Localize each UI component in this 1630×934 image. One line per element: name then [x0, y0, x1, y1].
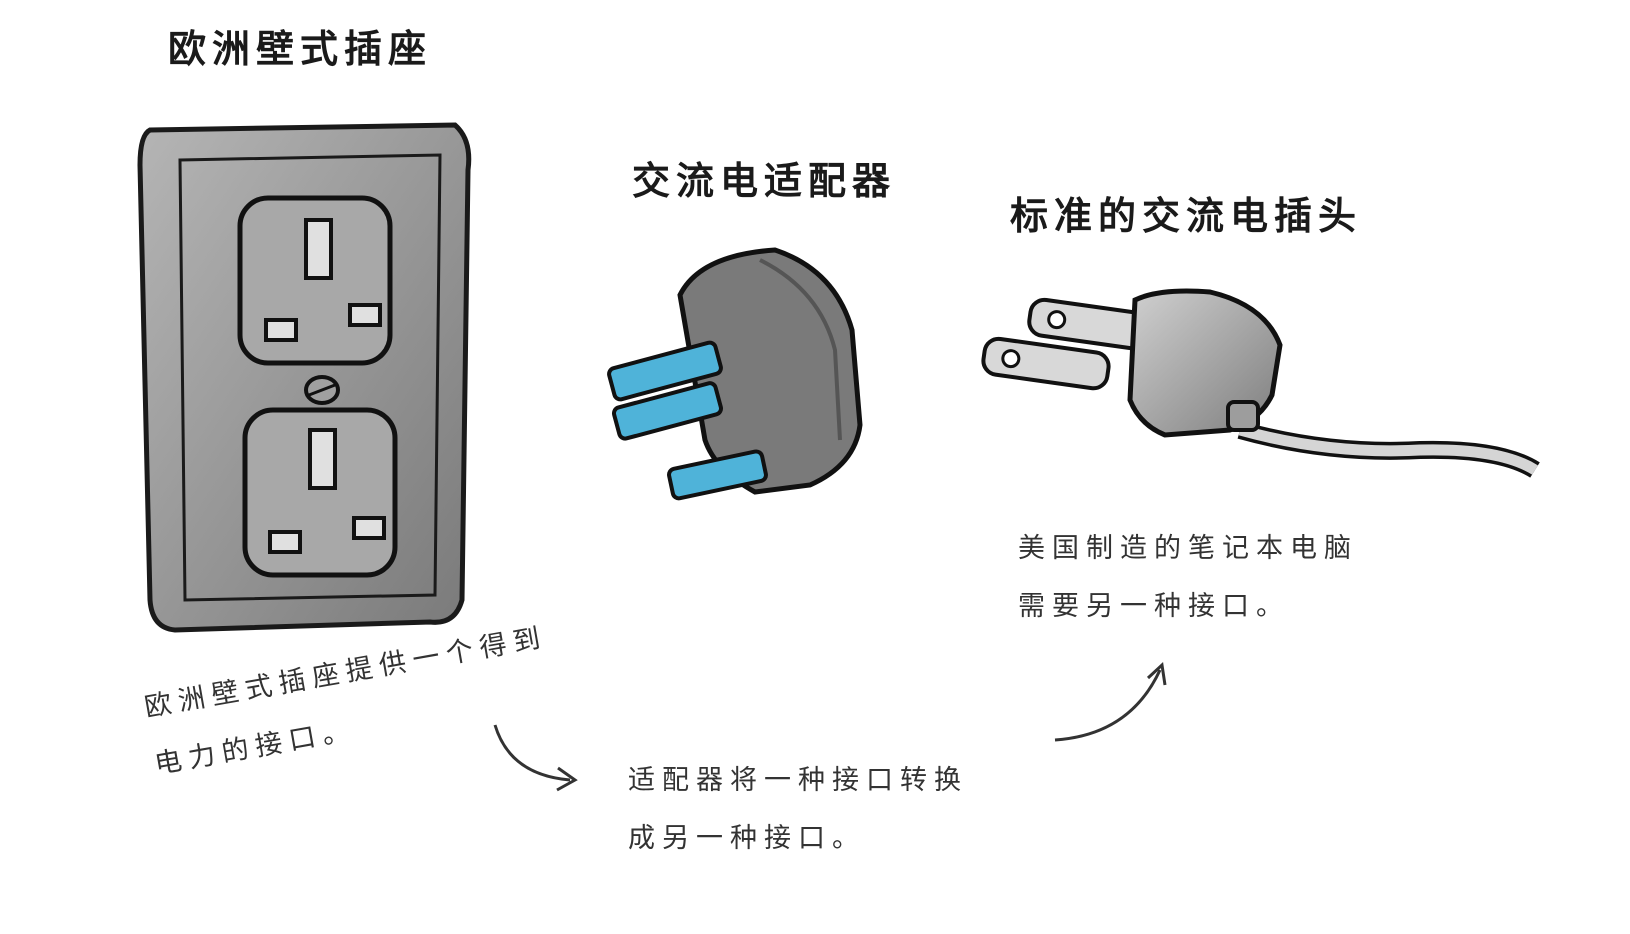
- outlet-title: 欧洲壁式插座: [168, 27, 433, 71]
- adapter-note-line-2: 成另一种接口。: [628, 823, 866, 854]
- adapter-title: 交流电适配器: [632, 159, 897, 203]
- standard-plug-drawing: [981, 288, 1540, 478]
- upper-socket: [237, 195, 393, 366]
- adapter-note: 适配器将一种接口转换 成另一种接口。: [628, 752, 968, 868]
- wall-outlet-drawing: [137, 122, 472, 633]
- lower-socket: [242, 407, 398, 578]
- plug-note: 美国制造的笔记本电脑 需要另一种接口。: [1018, 520, 1358, 636]
- arrow-outlet-to-adapter: [493, 724, 578, 792]
- plug-note-line-2: 需要另一种接口。: [1018, 591, 1290, 622]
- adapter-note-line-1: 适配器将一种接口转换: [628, 765, 968, 796]
- arrow-to-plug: [1054, 661, 1167, 742]
- ac-adapter-drawing: [607, 247, 863, 501]
- plug-note-line-1: 美国制造的笔记本电脑: [1018, 533, 1358, 564]
- plug-title: 标准的交流电插头: [1010, 194, 1363, 238]
